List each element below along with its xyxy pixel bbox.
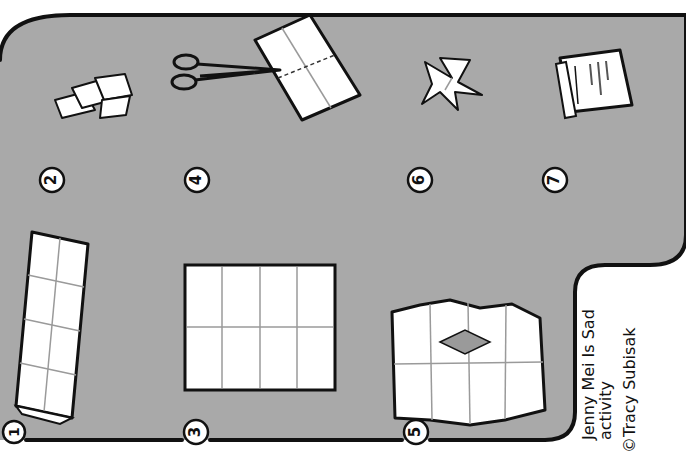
step7-booklet — [556, 50, 632, 118]
step2-folds — [55, 74, 132, 118]
callout-number: 1 — [7, 427, 22, 437]
callout-number: 4 — [189, 175, 205, 185]
step6-fold — [422, 58, 482, 110]
step1-strip — [16, 232, 88, 424]
credit-note: ©Tracy Subisak — [622, 283, 639, 453]
callout-number: 3 — [188, 427, 204, 437]
panel-outline — [0, 15, 686, 440]
number-circles — [3, 168, 567, 444]
callout-number: 6 — [412, 175, 428, 185]
step5-sheet — [392, 300, 545, 425]
activity-title: Jenny Mei Is Sad activity — [581, 290, 615, 440]
step3-sheet — [185, 265, 335, 390]
callout-number: 7 — [547, 175, 563, 185]
background-panel — [0, 15, 686, 440]
callout-number: 2 — [44, 175, 60, 185]
step4-cut — [172, 15, 360, 120]
callout-number: 5 — [408, 427, 424, 437]
